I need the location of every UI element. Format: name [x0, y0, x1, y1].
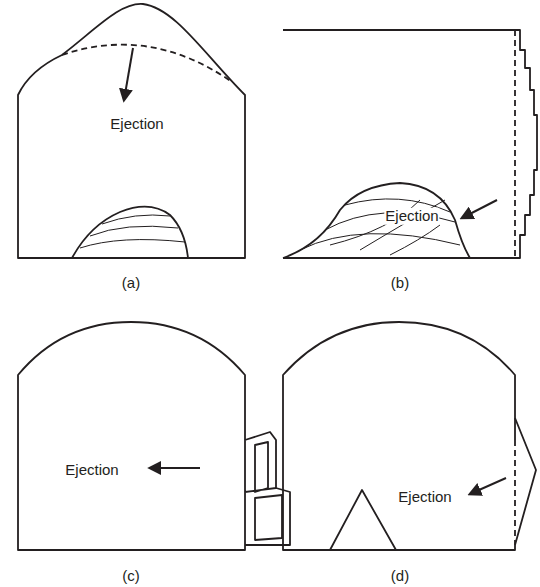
debris-layer [80, 215, 185, 248]
arrow [124, 48, 133, 100]
ejected-door [515, 418, 536, 545]
dashed-wall [514, 30, 516, 258]
chamber-outline [18, 4, 245, 258]
direction-label: Ejection [397, 489, 452, 506]
debris-pile [330, 490, 396, 550]
chamber-outline [18, 322, 245, 550]
dashed-wall [514, 440, 516, 545]
stepped-breach [515, 30, 537, 258]
arrow [470, 478, 506, 494]
panel-label: (d) [391, 568, 409, 585]
panel-label: (a) [122, 275, 140, 292]
direction-label: Ejection [109, 116, 164, 133]
direction-label: Ejection [384, 208, 439, 225]
debris-pile [283, 183, 470, 258]
arrow [462, 200, 497, 218]
chamber-outline [283, 30, 515, 258]
arrow [150, 467, 200, 469]
panel-label: (b) [391, 275, 409, 292]
direction-label: Ejection [64, 462, 119, 479]
panel-label: (c) [122, 568, 140, 585]
chamber-outline [283, 322, 515, 550]
debris-pile [72, 207, 188, 258]
debris-layer [300, 199, 460, 255]
dashed-wall [62, 45, 232, 82]
